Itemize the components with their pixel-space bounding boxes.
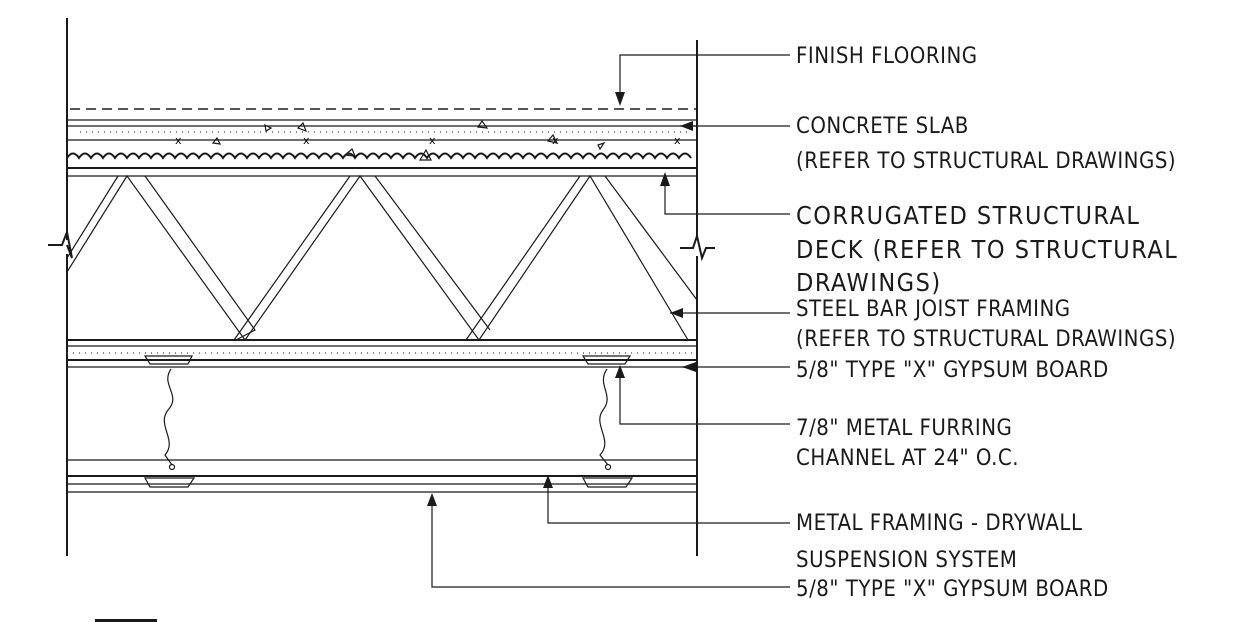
label-framing-1: METAL FRAMING - DRYWALL: [796, 511, 1082, 536]
svg-text:x: x: [175, 134, 182, 147]
steel-bar-joist: [66, 174, 698, 347]
leader-joist: [670, 308, 790, 318]
label-finish-flooring: FINISH FLOORING: [796, 44, 978, 69]
svg-text:x: x: [674, 134, 681, 147]
leader-finish-flooring: [615, 54, 790, 106]
leader-metal-framing: [543, 475, 790, 524]
leader-deck: [660, 172, 790, 215]
leader-gypsum-bottom: [427, 493, 790, 588]
leader-gypsum-top: [682, 362, 790, 372]
concrete-slab: x x x x x: [67, 119, 697, 161]
lower-gypsum-board: [67, 459, 697, 493]
label-concrete-slab-1: CONCRETE SLAB: [796, 114, 969, 139]
right-wall-line: [680, 40, 715, 556]
label-gypsum-bottom: 5/8" TYPE "X" GYPSUM BOARD: [796, 577, 1109, 602]
leader-furring: [615, 365, 790, 425]
label-concrete-slab-2: (REFER TO STRUCTURAL DRAWINGS): [796, 149, 1176, 174]
label-joist-1: STEEL BAR JOIST FRAMING: [796, 297, 1071, 322]
svg-text:x: x: [429, 134, 436, 147]
label-gypsum-top: 5/8" TYPE "X" GYPSUM BOARD: [796, 358, 1109, 383]
label-furring-1: 7/8" METAL FURRING: [796, 416, 1012, 441]
label-deck-3: DRAWINGS): [796, 268, 942, 297]
label-joist-2: (REFER TO STRUCTURAL DRAWINGS): [796, 327, 1176, 352]
corrugated-deck: [66, 152, 692, 160]
leader-concrete-slab: [680, 121, 790, 131]
hanger-wire-left: [163, 368, 174, 466]
title-bar-marker: [95, 619, 157, 622]
hanger-wire-right: [599, 368, 609, 466]
label-framing-2: SUSPENSION SYSTEM: [796, 548, 1017, 573]
label-deck-1: CORRUGATED STRUCTURAL: [796, 201, 1140, 230]
label-deck-2: DECK (REFER TO STRUCTURAL: [796, 235, 1178, 264]
svg-text:x: x: [303, 134, 310, 147]
upper-gypsum-board: [67, 352, 697, 368]
label-furring-2: CHANNEL AT 24" O.C.: [796, 446, 1019, 471]
